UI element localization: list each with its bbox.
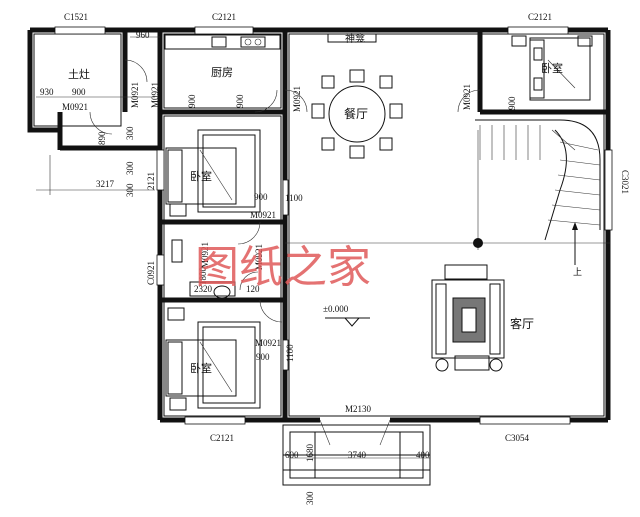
label-m0921-g: M0921 — [254, 244, 264, 270]
dim-3217: 3217 — [96, 179, 115, 189]
window-marks — [54, 26, 613, 425]
level-mark-text: ±0.000 — [323, 304, 349, 314]
entrance-steps — [282, 424, 431, 486]
dim-1800: 1800 — [198, 267, 208, 286]
bed-w2 — [165, 307, 261, 411]
dim-900-a: 900 — [72, 87, 86, 97]
dim-1100-b: 1100 — [285, 344, 295, 362]
room-label-kitchen: 厨房 — [211, 66, 233, 79]
kitchen-counter — [164, 34, 281, 50]
label-c3054: C3054 — [505, 433, 530, 443]
label-m0921-c: M0921 — [150, 82, 160, 108]
dim-300-c: 300 — [125, 183, 135, 197]
room-label-earth-stove: 土灶 — [68, 68, 90, 81]
label-2121-side: 2121 — [146, 172, 156, 190]
room-label-bedroom-w1: 卧室 — [190, 169, 212, 183]
dim-900-e: 900 — [254, 192, 268, 202]
dimension-lines — [36, 36, 430, 459]
label-c1521: C1521 — [64, 12, 88, 22]
label-m0921-a: M0921 — [62, 102, 88, 112]
dim-900-b: 900 — [187, 94, 197, 108]
label-m2130: M2130 — [345, 404, 372, 414]
bed-w1 — [165, 129, 261, 217]
room-label-shrine: 神龛 — [345, 32, 365, 45]
dim-300-d: 300 — [305, 491, 315, 505]
dim-300-b: 300 — [125, 161, 135, 175]
dim-900-f: 900 — [256, 352, 270, 362]
dim-890: 890 — [97, 131, 107, 145]
dim-930: 930 — [40, 87, 54, 97]
label-m0921-e: M0921 — [462, 84, 472, 110]
dim-400: 400 — [416, 450, 430, 460]
sofa-set — [431, 264, 505, 372]
watermark-text: 图纸之家 — [195, 242, 371, 293]
bed-ne — [511, 35, 593, 101]
door-swings — [89, 59, 481, 446]
label-c0921: C0921 — [146, 261, 156, 285]
level-marker — [325, 317, 370, 327]
dim-120: 120 — [246, 284, 260, 294]
dim-600: 600 — [285, 450, 299, 460]
dim-1100-a: 1100 — [285, 193, 303, 203]
label-c2121-top-mid: C2121 — [212, 12, 236, 22]
dim-960: 960 — [136, 30, 150, 40]
dim-2320: 2320 — [194, 284, 213, 294]
label-c2121-top-right: C2121 — [528, 12, 552, 22]
room-label-bedroom-w2: 卧室 — [190, 361, 212, 375]
dim-900-c: 900 — [235, 94, 245, 108]
staircase — [475, 119, 601, 265]
bathroom-fixtures — [171, 239, 236, 299]
label-m0921-d: M0921 — [292, 86, 302, 112]
shrine-cabinet — [327, 33, 377, 43]
label-m0921-i: M0921 — [200, 242, 210, 268]
room-label-dining: 餐厅 — [344, 106, 368, 121]
dining-table — [311, 69, 403, 159]
stair-up-label: 上 — [573, 267, 582, 277]
label-c3021: C3021 — [620, 170, 630, 194]
walls — [27, 27, 611, 423]
dim-1680: 1680 — [305, 444, 315, 463]
dim-3740: 3740 — [348, 450, 367, 460]
label-c2121-bottom: C2121 — [210, 433, 234, 443]
dim-300-a: 300 — [125, 126, 135, 140]
room-label-living: 客厅 — [510, 316, 534, 331]
axis-lines — [285, 130, 610, 250]
label-m0921-h: M0921 — [255, 338, 281, 348]
room-label-bedroom-ne: 卧室 — [541, 61, 563, 75]
label-m0921-b: M0921 — [130, 82, 140, 108]
dim-900-d: 900 — [507, 96, 517, 110]
label-m0921-f: M0921 — [250, 210, 276, 220]
inner-outline — [33, 33, 605, 417]
